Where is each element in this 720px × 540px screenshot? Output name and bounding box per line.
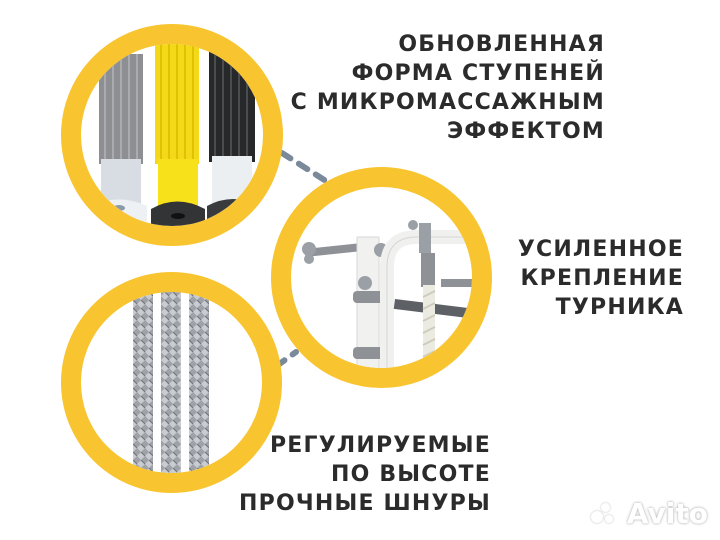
- caption-line: ОБНОВЛЕННАЯ: [398, 32, 605, 57]
- caption-line: ПРОЧНЫЕ ШНУРЫ: [239, 491, 491, 516]
- caption-line: ФОРМА СТУПЕНЕЙ: [351, 61, 605, 86]
- step-rungs-icon: [95, 44, 259, 226]
- feature-bar-mount-image: [271, 167, 492, 388]
- pullup-bar-mount-icon: [302, 220, 472, 368]
- caption-line: УСИЛЕННОЕ: [517, 237, 684, 262]
- caption-steps: ОБНОВЛЕННАЯ ФОРМА СТУПЕНЕЙ С МИКРОМАССАЖ…: [291, 30, 605, 146]
- caption-line: ЭФФЕКТОМ: [447, 119, 605, 144]
- caption-line: ПО ВЫСОТЕ: [330, 462, 491, 487]
- caption-line: КРЕПЛЕНИЕ: [520, 266, 684, 291]
- caption-line: РЕГУЛИРУЕМЫЕ: [269, 433, 491, 458]
- avito-logo-icon: [591, 503, 617, 525]
- feature-steps-image: [61, 24, 283, 246]
- caption-line: ТУРНИКА: [555, 295, 684, 320]
- avito-label: Avito: [626, 497, 708, 530]
- avito-watermark: Avito: [591, 497, 708, 530]
- caption-line: С МИКРОМАССАЖНЫМ: [290, 90, 605, 115]
- caption-cords: РЕГУЛИРУЕМЫЕ ПО ВЫСОТЕ ПРОЧНЫЕ ШНУРЫ: [239, 431, 491, 518]
- caption-bar-mount: УСИЛЕННОЕ КРЕПЛЕНИЕ ТУРНИКА: [518, 235, 684, 322]
- braided-cords-icon: [133, 292, 209, 473]
